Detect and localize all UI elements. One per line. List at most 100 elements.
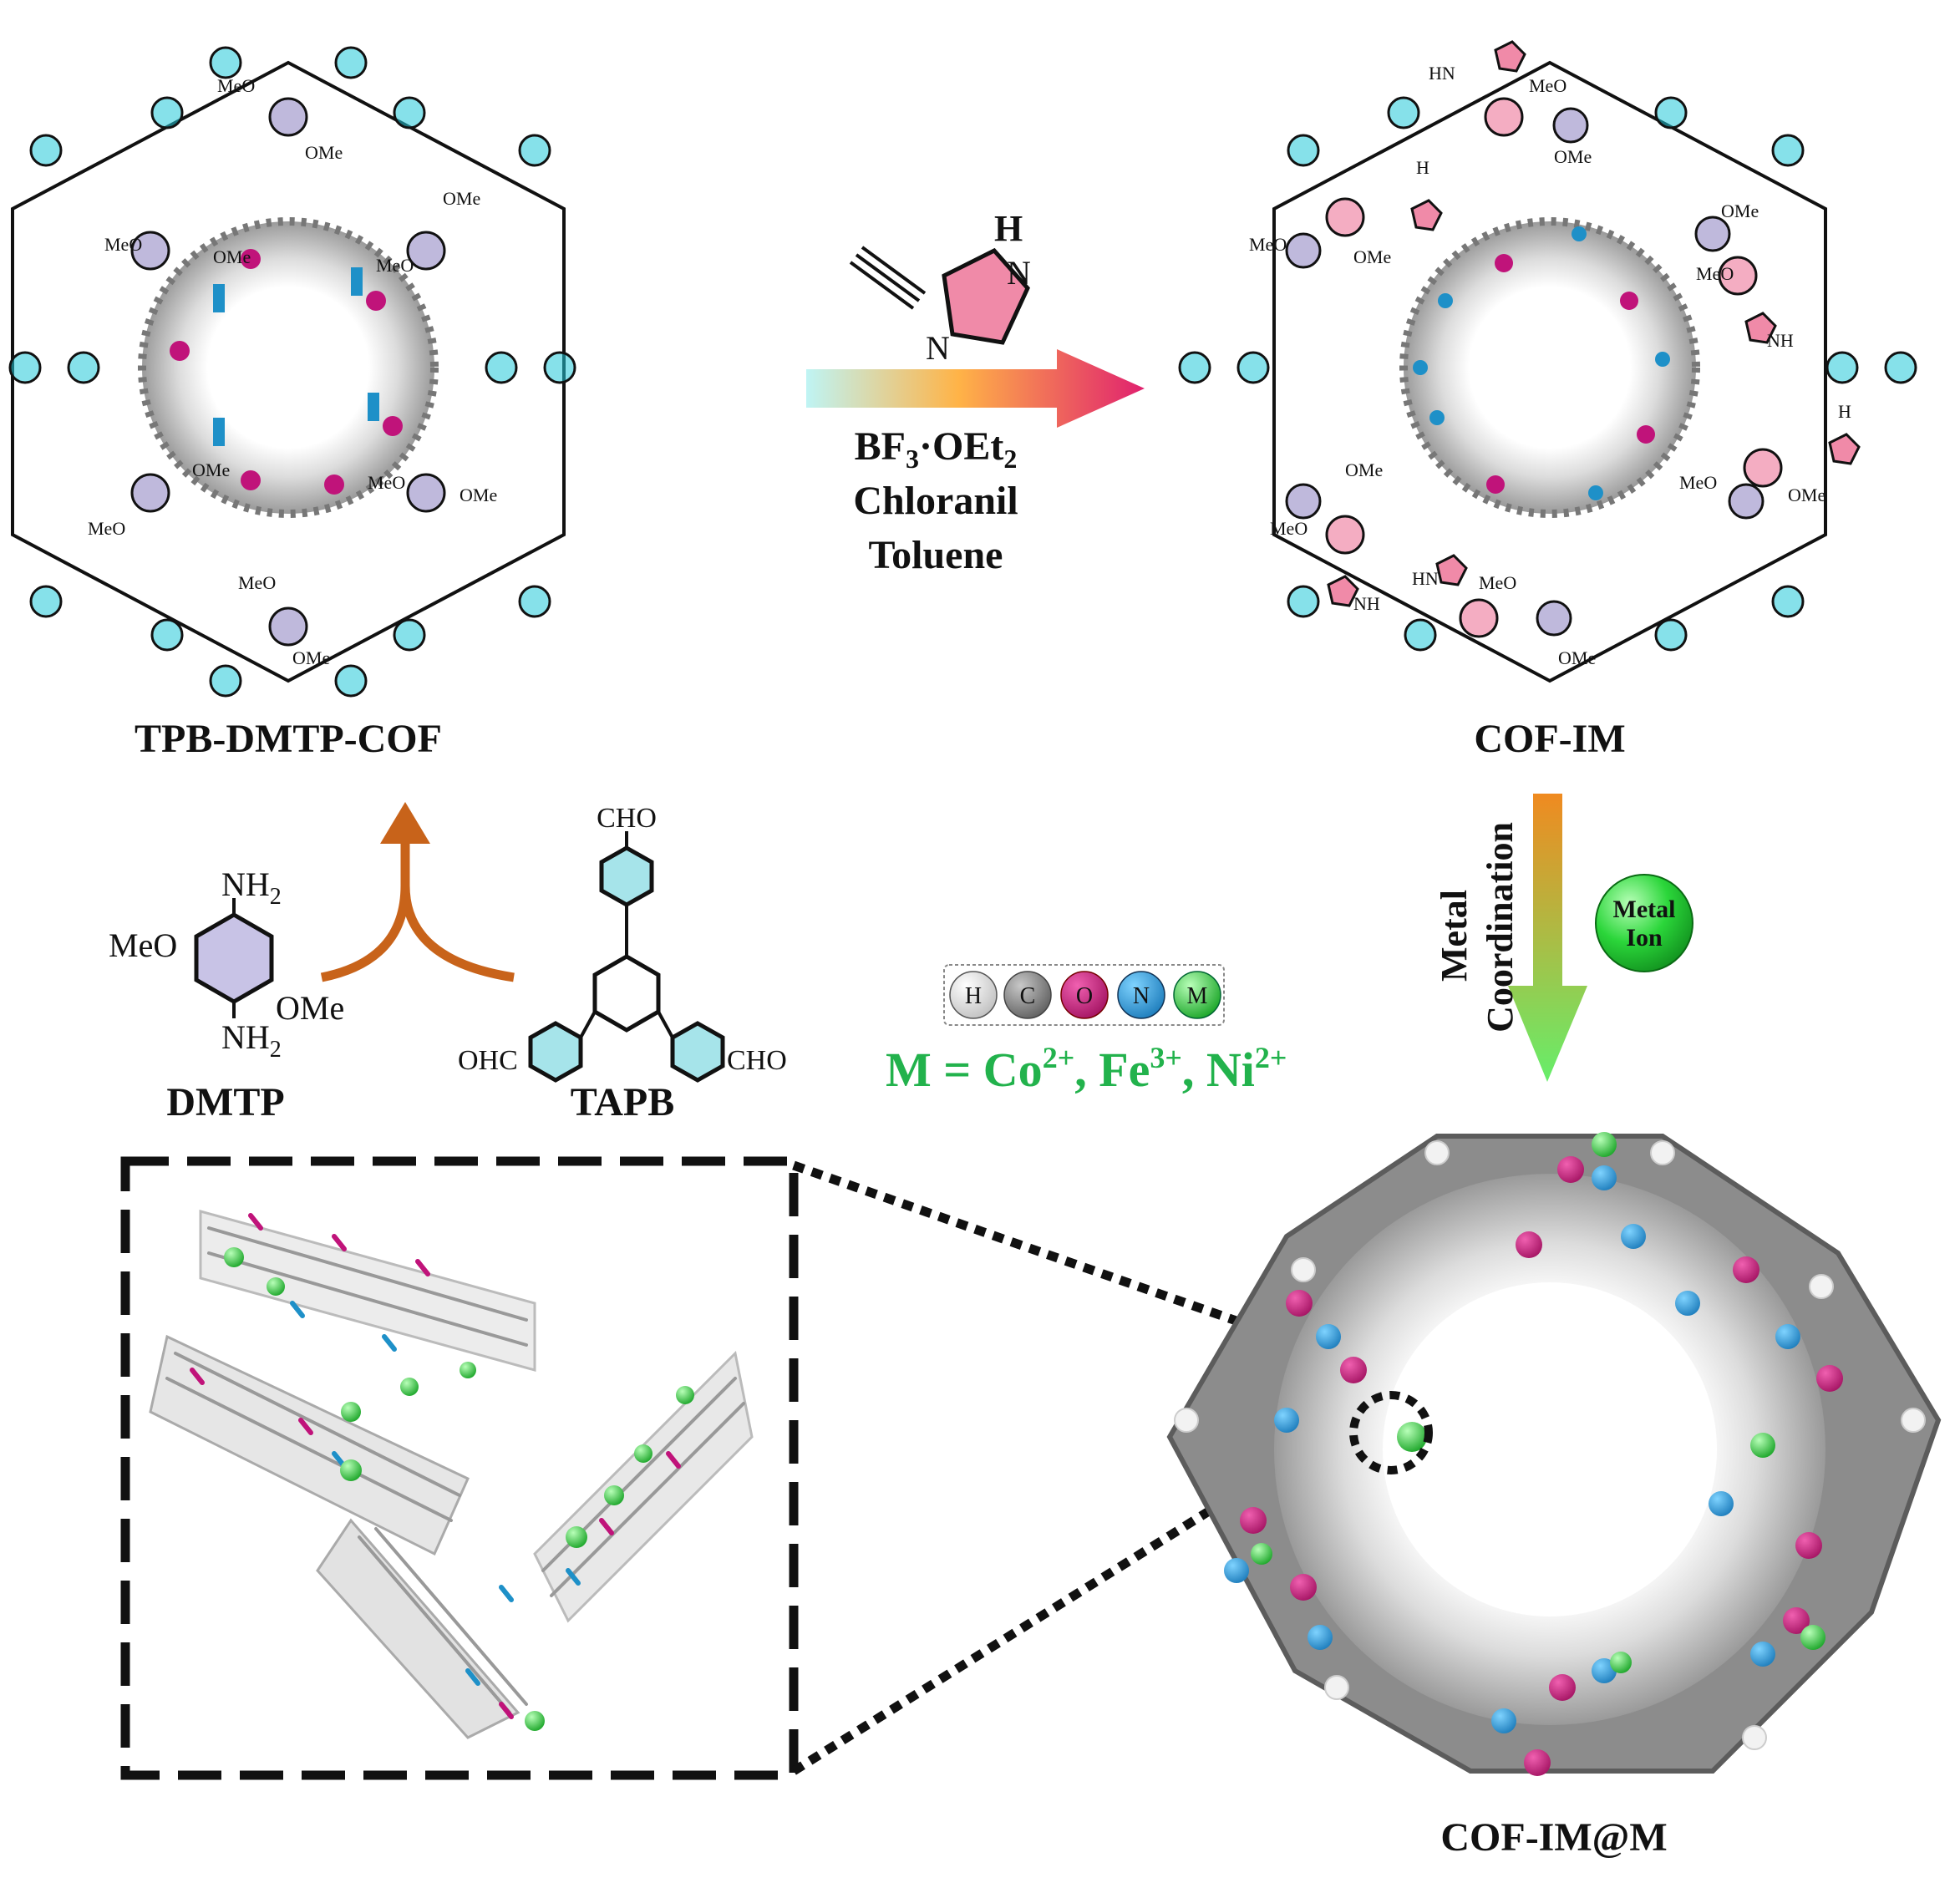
- cof-im-h-1: H: [1416, 157, 1429, 178]
- tapb-cho-right: CHO: [727, 1045, 787, 1076]
- cof-im-metal-label: COF-IM@M: [1440, 1815, 1667, 1860]
- tapb-molecule: CHO OHC CHO: [458, 803, 787, 1083]
- legend-o: O: [1076, 983, 1093, 1009]
- zoom-inset: [120, 1156, 799, 1780]
- cof-im-h-2: H: [1838, 401, 1851, 422]
- substituent-ome-2: OMe: [213, 246, 251, 267]
- reaction-arrow: [806, 349, 1145, 428]
- legend-m: M: [1187, 983, 1208, 1009]
- legend-h: H: [965, 983, 982, 1009]
- substituent-meo-6: MeO: [238, 572, 276, 593]
- cof-im-purple-rings: [1285, 107, 1765, 637]
- svg-text:BF3·OEt2: BF3·OEt2: [855, 424, 1018, 474]
- cof-im-imidazole-rings: [1327, 40, 1861, 607]
- cof-framework-hexagon: [11, 60, 566, 683]
- cof-im-meo-5: MeO: [1679, 472, 1717, 493]
- cof-im-pink-rings: [1325, 97, 1783, 638]
- dmtp-nh2-bottom-sub: 2: [270, 1037, 282, 1063]
- atom-legend: H C O N M: [943, 964, 1225, 1026]
- metal-coordination-line1: Metal: [1434, 890, 1475, 982]
- legend-ball-n: [1117, 971, 1165, 1019]
- ethynyl-imidazole-reagent: H N N: [849, 208, 1031, 367]
- pore-oxygen-balls: [1240, 1156, 1843, 1776]
- legend-ball-o: [1060, 971, 1109, 1019]
- cof-im-ome-5: OMe: [1788, 485, 1825, 505]
- metal-coordination-arrow: [1508, 794, 1587, 1082]
- substituent-meo-2: MeO: [104, 234, 142, 255]
- svg-text:NH2: NH2: [221, 1018, 282, 1063]
- dmtp-nh2-top: NH: [221, 865, 270, 903]
- tapb-label: TAPB: [571, 1080, 674, 1124]
- substituent-meo-1: MeO: [217, 75, 255, 96]
- pore-metal-balls: [1251, 1132, 1825, 1673]
- dmtp-meo: MeO: [109, 926, 177, 964]
- imidazole-ring: [942, 247, 1030, 345]
- substituent-ome-6: OMe: [292, 647, 330, 668]
- metal-coordination-text: Metal Coordination: [1434, 822, 1521, 1033]
- legend-ball-h: [949, 971, 998, 1019]
- pore-wall-hydrogen: [1174, 1140, 1926, 1750]
- svg-text:NH2: NH2: [221, 865, 282, 910]
- cof-im-ome-3: OMe: [1721, 200, 1759, 221]
- metal-list-co-sup: 2+: [1043, 1041, 1075, 1074]
- metal-list-ni-sup: 2+: [1255, 1041, 1287, 1074]
- reaction-conditions: BF3·OEt2 Chloranil Toluene: [853, 424, 1018, 577]
- dmtp-ome: OMe: [276, 989, 344, 1027]
- cof-im-nh-1: NH: [1767, 330, 1794, 351]
- pore-nitrogen-balls: [1224, 1165, 1800, 1733]
- substituent-meo-3: MeO: [376, 255, 414, 276]
- metal-ion-sphere: Metal Ion: [1595, 874, 1693, 972]
- cof-im-label: COF-IM: [1474, 717, 1625, 761]
- cof-im-metal-pore-model: [1166, 1132, 1942, 1776]
- cof-im-pore-heteroatoms: [1413, 226, 1670, 500]
- cof-im-hn-2: HN: [1412, 568, 1439, 589]
- metal-ion-line1: Metal: [1613, 896, 1676, 923]
- cof-im-framework-hexagon: [1272, 60, 1827, 683]
- cof-im-hn-1: HN: [1429, 63, 1455, 84]
- reagent-oet-sub: 2: [1003, 444, 1017, 474]
- metal-list-co: M = Co: [886, 1043, 1043, 1097]
- metal-list-fe: , Fe: [1074, 1043, 1150, 1097]
- dmtp-label: DMTP: [166, 1080, 284, 1124]
- metal-list-ni: , Ni: [1182, 1043, 1255, 1097]
- cof-im-meo-6: MeO: [1479, 572, 1516, 593]
- cof-im-meo-2: MeO: [1249, 234, 1287, 255]
- reagent-bf: BF: [855, 424, 906, 469]
- pore-nitrogen-atoms: [213, 267, 379, 446]
- metal-ion-line2: Ion: [1626, 924, 1663, 952]
- reagent-toluene: Toluene: [869, 533, 1003, 577]
- cof-pore-opening: [209, 288, 368, 447]
- imidazole-h: H: [994, 208, 1023, 249]
- tapb-cho-top: CHO: [597, 803, 657, 834]
- monomer-condensation-arrow: [320, 802, 515, 982]
- imidazole-n2: N: [926, 329, 950, 367]
- legend-ball-c: [1003, 971, 1052, 1019]
- imidazole-n1: N: [1007, 254, 1031, 292]
- cyan-phenyl-rings: [8, 46, 576, 698]
- reagent-oet: ·OEt: [919, 424, 1003, 469]
- cof-im-ome-1: OMe: [1554, 146, 1592, 167]
- cof-im-ome-2: OMe: [1353, 246, 1391, 267]
- legend-c: C: [1020, 983, 1036, 1009]
- tapb-ohc-left: OHC: [458, 1045, 518, 1076]
- cof-im-ome-4: OMe: [1345, 459, 1383, 480]
- cof-im-cyan-rings: [1178, 96, 1917, 652]
- metal-list-fe-sup: 3+: [1150, 1041, 1182, 1074]
- pore-oxygen-atoms: [170, 249, 403, 495]
- cof-im-structure: HN MeO OMe H MeO OMe OMe MeO NH H OMe Me…: [1178, 40, 1917, 683]
- dmtp-molecule: NH2 NH2 MeO OMe: [109, 865, 344, 1063]
- substituent-ome-5: OMe: [460, 485, 497, 505]
- legend-n: N: [1133, 983, 1150, 1009]
- cof-im-pore-opening: [1470, 288, 1629, 447]
- tpb-dmtp-cof-label: TPB-DMTP-COF: [135, 717, 442, 761]
- substituent-ome-4: OMe: [192, 459, 230, 480]
- substituent-ome-3: OMe: [443, 188, 480, 209]
- zoom-focus-circle: [1349, 1391, 1433, 1474]
- substituent-meo-4: MeO: [88, 518, 125, 539]
- legend-ball-m: [1173, 971, 1221, 1019]
- cof-im-meo-4: MeO: [1270, 518, 1308, 539]
- substituent-ome-1: OMe: [305, 142, 343, 163]
- metal-coordination-line2: Coordination: [1480, 822, 1521, 1033]
- cof-im-meo-1: MeO: [1529, 75, 1566, 96]
- reagent-chloranil: Chloranil: [853, 479, 1018, 523]
